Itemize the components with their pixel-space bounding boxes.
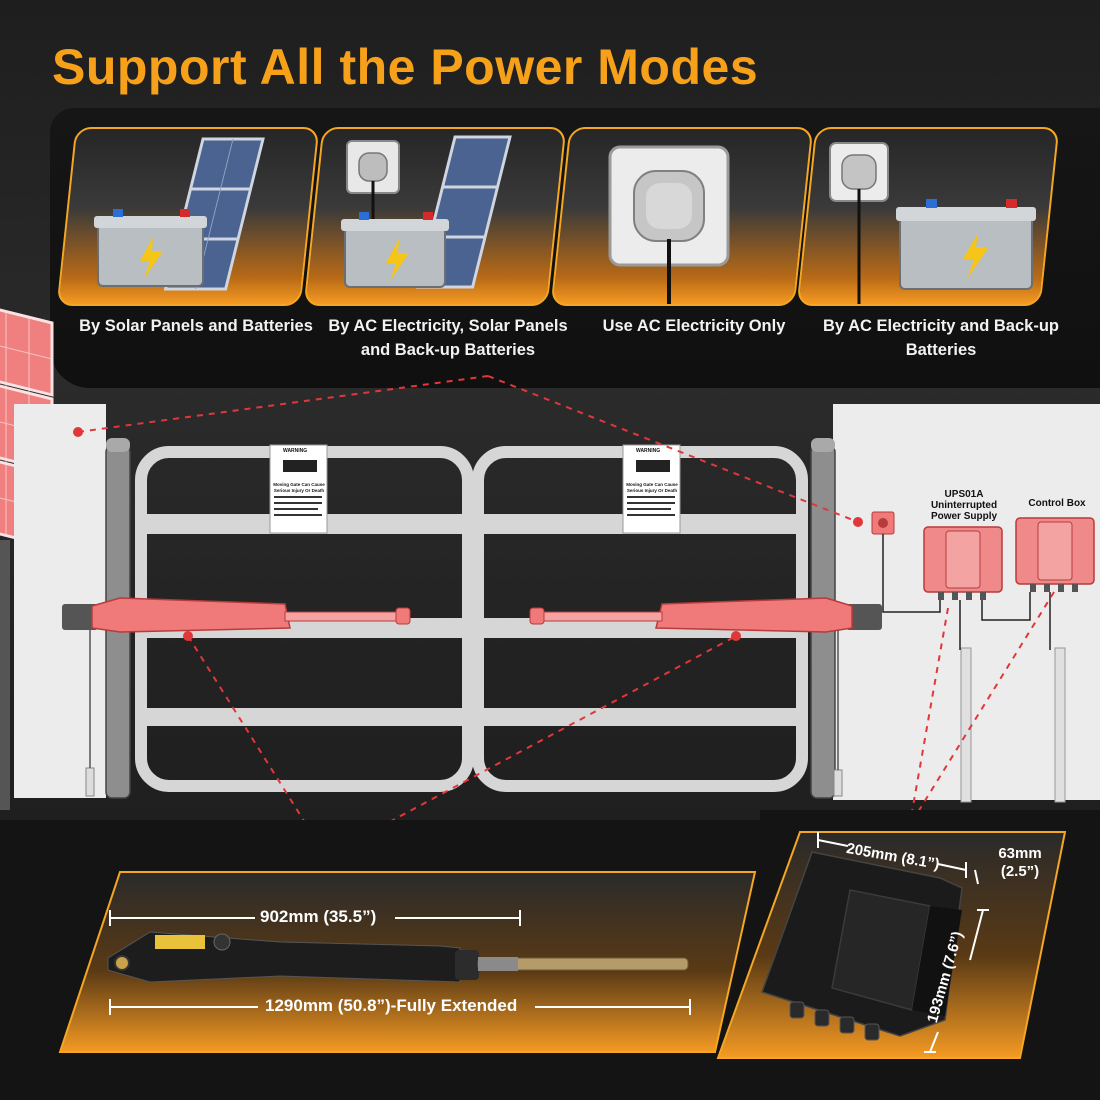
- box-depth-label: 63mm (2.5”): [998, 845, 1042, 880]
- warning-sign-title-left: WARNING: [283, 448, 308, 454]
- warning-sign-right: [622, 444, 681, 534]
- ac-solar-battery-icon: [341, 135, 512, 289]
- solar-battery-icon: [94, 137, 265, 291]
- mode-card-ac-only: [550, 127, 814, 306]
- control-box-label: Control Box: [1028, 498, 1086, 509]
- retracted-length-label: 902mm (35.5”): [260, 907, 377, 926]
- control-box-dimension-lines: [817, 832, 989, 1053]
- mode-card-ac-solar-battery: [303, 127, 567, 306]
- right-actuator: [529, 597, 882, 633]
- callout-lines: [77, 375, 1055, 857]
- ups-label: UPS01A Uninterrupted Power Supply: [930, 489, 998, 522]
- mode-card-ac-battery: [796, 127, 1060, 306]
- left-wall: [14, 404, 106, 798]
- dimensions-graphics: [58, 831, 1067, 1059]
- left-actuator: [62, 597, 411, 633]
- mode-label-solar-battery: By Solar Panels and Batteries: [79, 317, 313, 335]
- warning-sign-text-right: Moving Gate Can Cause Serious Injury Or …: [626, 482, 678, 493]
- page-title: Support All the Power Modes: [52, 39, 759, 95]
- mode-card-solar-battery: [56, 127, 320, 306]
- warning-sign-text-left: Moving Gate Can Cause Serious Injury Or …: [273, 482, 325, 493]
- actuator-dimension-lines: [109, 910, 691, 1015]
- warning-sign-title-right: WARNING: [636, 448, 661, 454]
- mode-label-ac-only: Use AC Electricity Only: [602, 317, 786, 335]
- mode-label-ac-battery: By AC Electricity and Back-up Batteries: [823, 317, 1059, 359]
- ac-outlet-icon: [608, 145, 730, 304]
- linear-actuator-image: [107, 931, 689, 983]
- ups-unit: [923, 526, 1003, 600]
- control-box-unit: [1015, 517, 1095, 592]
- ac-battery-icon: [829, 142, 1036, 304]
- control-box-image: [761, 851, 963, 1041]
- mode-label-ac-solar-battery: By AC Electricity, Solar Panels and Back…: [328, 317, 568, 359]
- warning-sign-left: [269, 444, 328, 534]
- extended-length-label: 1290mm (50.8”)-Fully Extended: [265, 996, 518, 1015]
